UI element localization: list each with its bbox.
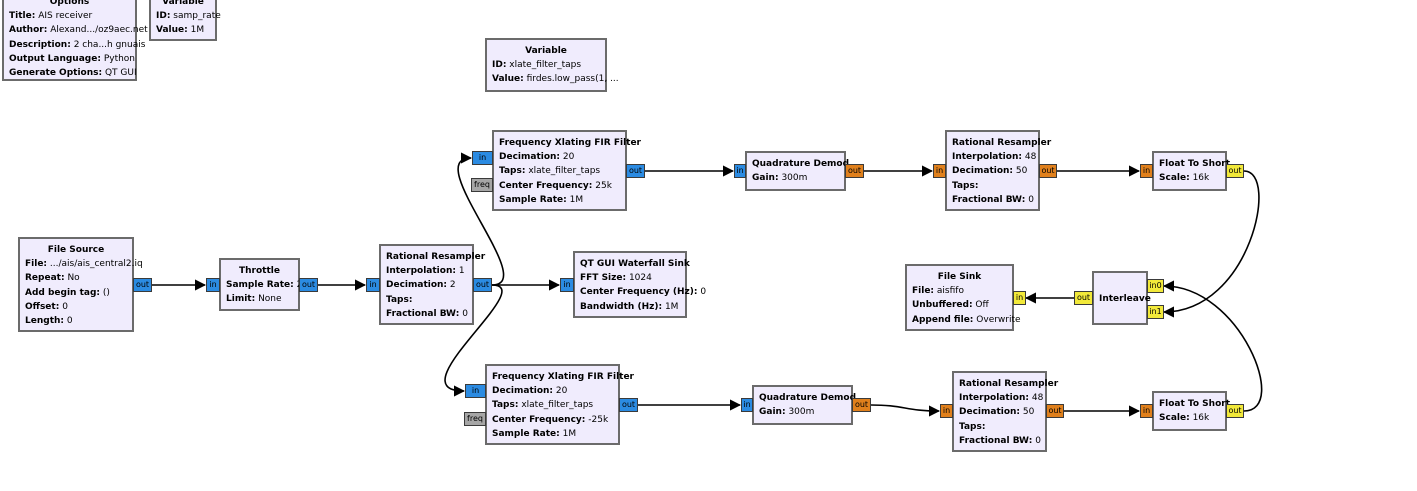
file-source-out-port[interactable]: out (133, 278, 152, 292)
block-title: Variable (525, 46, 567, 56)
rational-resampler-top-block[interactable]: Rational Resampler Interpolation: 48 Dec… (945, 130, 1052, 211)
rational-resampler-main-block[interactable]: Rational Resampler Interpolation: 1 Deci… (379, 244, 486, 325)
wire-resampler-xlate-bottom (444, 284, 503, 397)
f2s-top-out-port[interactable]: out (1226, 164, 1244, 178)
resampler-main-in-port[interactable]: in (366, 278, 380, 292)
interleave-block[interactable]: Interleave (1092, 271, 1151, 325)
rational-resampler-bottom-block[interactable]: Rational Resampler Interpolation: 48 Dec… (952, 371, 1059, 452)
block-title: QT GUI Waterfall Sink (580, 259, 690, 269)
block-title: Variable (162, 0, 204, 7)
f2s-bottom-in-port[interactable]: in (1140, 404, 1153, 418)
variable-taps-block[interactable]: Variable ID: xlate_filter_taps Value: fi… (485, 38, 619, 92)
block-title: Frequency Xlating FIR Filter (499, 138, 642, 148)
f2s-top-in-port[interactable]: in (1140, 164, 1153, 178)
wire-f2s-bottom-interleave (1162, 280, 1263, 412)
block-title: Rational Resampler (959, 379, 1059, 389)
resampler-main-out-port[interactable]: out (473, 278, 492, 292)
block-title: Float To Short (1159, 159, 1230, 169)
throttle-out-port[interactable]: out (299, 278, 318, 292)
waterfall-sink-block[interactable]: QT GUI Waterfall Sink FFT Size: 1024 Cen… (573, 251, 706, 318)
resampler-top-out-port[interactable]: out (1039, 164, 1057, 178)
xlate-top-in-port[interactable]: in (472, 151, 493, 165)
wire-resampler-xlate-top (457, 152, 505, 286)
block-title: Rational Resampler (952, 138, 1052, 148)
block-title: Options (49, 0, 90, 7)
quadrature-demod-top-block[interactable]: Quadrature Demod Gain: 300m (745, 151, 850, 191)
resampler-top-in-port[interactable]: in (933, 164, 946, 178)
xlate-top-out-port[interactable]: out (626, 164, 645, 178)
waterfall-in-port[interactable]: in (560, 278, 574, 292)
options-block[interactable]: Options Title: AIS receiver Author: Alex… (2, 0, 148, 81)
interleave-in1-port[interactable]: in1 (1147, 305, 1164, 319)
wire-demod-bottom-resampler (870, 404, 941, 417)
block-title: Interleave (1099, 294, 1151, 304)
wire-f2s-top-interleave (1162, 170, 1260, 318)
float-to-short-bottom-block[interactable]: Float To Short Scale: 16k (1152, 391, 1230, 431)
resampler-bottom-in-port[interactable]: in (940, 404, 953, 418)
f2s-bottom-out-port[interactable]: out (1226, 404, 1244, 418)
block-title: Frequency Xlating FIR Filter (492, 372, 635, 382)
block-title: Quadrature Demod (759, 393, 857, 403)
interleave-out-port[interactable]: out (1074, 291, 1093, 305)
variable-samp-rate-block[interactable]: Variable ID: samp_rate Value: 1M (149, 0, 221, 41)
block-title: Float To Short (1159, 399, 1230, 409)
interleave-in0-port[interactable]: in0 (1147, 279, 1164, 293)
file-sink-in-port[interactable]: in (1013, 291, 1026, 305)
block-title: File Sink (937, 272, 982, 282)
block-title: Throttle (239, 266, 280, 276)
quadrature-demod-bottom-block[interactable]: Quadrature Demod Gain: 300m (752, 385, 857, 425)
xlate-bottom-out-port[interactable]: out (619, 398, 638, 412)
block-title: File Source (47, 245, 105, 255)
xlate-bottom-in-port[interactable]: in (465, 384, 486, 398)
file-sink-block[interactable]: File Sink File: aisfifo Unbuffered: Off … (905, 264, 1021, 331)
float-to-short-top-block[interactable]: Float To Short Scale: 16k (1152, 151, 1230, 191)
block-title: Rational Resampler (386, 252, 486, 262)
file-source-block[interactable]: File Source File: .../ais/ais_central2.i… (18, 237, 143, 332)
demod-top-out-port[interactable]: out (845, 164, 864, 178)
xlate-bottom-freq-port[interactable]: freq (464, 412, 486, 426)
demod-bottom-in-port[interactable]: in (741, 398, 753, 412)
xlating-filter-bottom-block[interactable]: Frequency Xlating FIR Filter Decimation:… (485, 364, 635, 445)
demod-bottom-out-port[interactable]: out (852, 398, 871, 412)
throttle-in-port[interactable]: in (206, 278, 220, 292)
throttle-block[interactable]: Throttle Sample Rate: 2M Limit: None (219, 258, 310, 311)
demod-top-in-port[interactable]: in (734, 164, 746, 178)
xlate-top-freq-port[interactable]: freq (471, 178, 493, 192)
resampler-bottom-out-port[interactable]: out (1046, 404, 1064, 418)
block-title: Quadrature Demod (752, 159, 850, 169)
xlating-filter-top-block[interactable]: Frequency Xlating FIR Filter Decimation:… (492, 130, 642, 211)
